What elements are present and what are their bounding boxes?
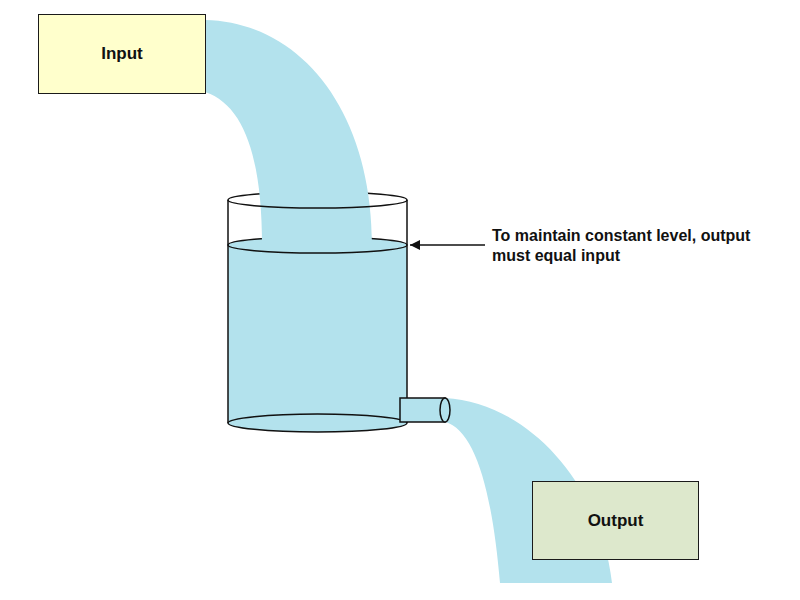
tank-water xyxy=(228,237,407,432)
box-label: Output xyxy=(588,511,644,531)
tank-bottom xyxy=(228,414,407,432)
outlet-pipe-end xyxy=(440,398,450,422)
outlet-pipe xyxy=(400,398,445,422)
tank-wall xyxy=(227,200,229,423)
callout-note: To maintain constant level, output must … xyxy=(492,226,762,266)
tank-wall xyxy=(406,200,408,423)
input-box: Input xyxy=(38,14,206,94)
box-label: Input xyxy=(101,44,143,64)
input-stream xyxy=(205,20,372,245)
output-box: Output xyxy=(532,481,699,560)
leader-arrow xyxy=(410,244,485,246)
tank-rim-front xyxy=(228,200,407,208)
